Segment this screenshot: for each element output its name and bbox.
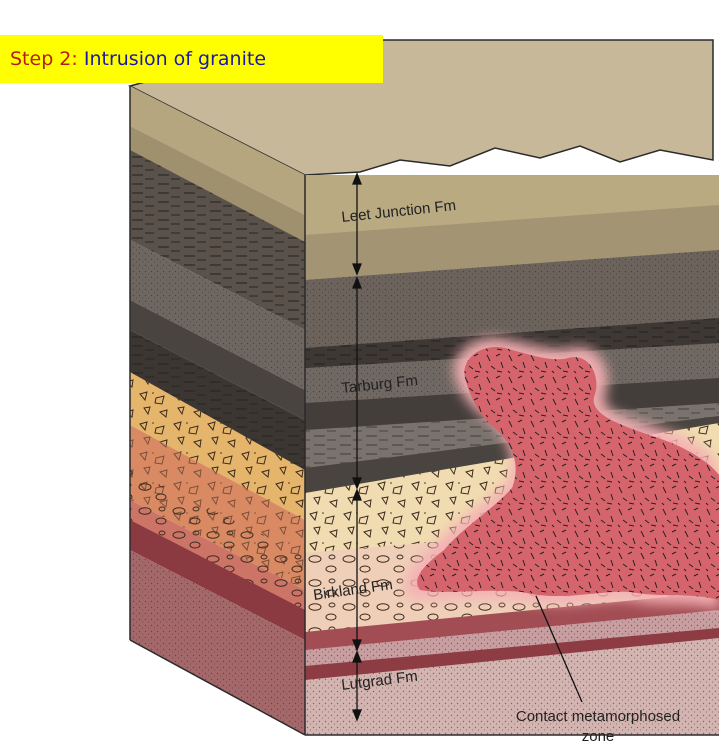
step-title: Intrusion of granite xyxy=(83,48,267,70)
block-outline xyxy=(129,86,719,736)
callout-line-2: zone xyxy=(582,728,615,745)
thickness-arrows xyxy=(352,172,362,722)
callout-line-1: Contact metamorphosed xyxy=(516,708,680,725)
step-number: Step 2 xyxy=(10,48,72,70)
callout-leader xyxy=(535,595,583,703)
step-separator: : xyxy=(71,48,84,70)
left-side-face xyxy=(130,86,305,735)
front-face xyxy=(305,175,719,735)
step-banner: Step 2: Intrusion of granite xyxy=(0,35,383,83)
